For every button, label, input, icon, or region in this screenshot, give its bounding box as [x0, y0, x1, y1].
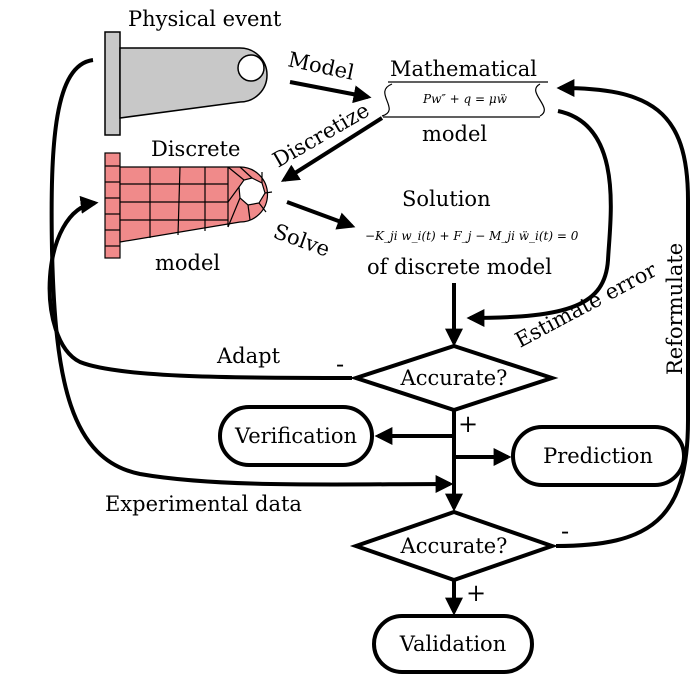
solve-arrow: [286, 200, 356, 230]
math-brace-box: [381, 83, 545, 117]
accurate-1-text: Accurate?: [400, 366, 508, 390]
of-discrete-model-label: of discrete model: [367, 255, 552, 279]
experimental-data-arrow: [49, 58, 454, 494]
experimental-data-label: Experimental data: [105, 492, 302, 516]
discretize-arrow: [280, 116, 384, 182]
solve-label: Solve: [270, 219, 333, 261]
reformulate-arrow: [555, 79, 690, 548]
adapt-minus-sign: -: [336, 350, 344, 378]
discrete-solution-equation: −K_ji w_i(t) + F_j − M_ji ẅ_i(t) = 0: [365, 229, 579, 243]
adapt-label: Adapt: [216, 344, 281, 368]
prediction-text: Prediction: [543, 444, 653, 468]
reformulate-minus-sign: -: [561, 517, 569, 545]
validation-node: [372, 614, 534, 674]
solution-label: Solution: [402, 187, 491, 211]
math-model-word: model: [422, 122, 487, 146]
discrete-label: Discrete: [151, 137, 240, 161]
physical-event-label: Physical event: [128, 7, 282, 31]
reformulate-label: Reformulate: [663, 243, 687, 375]
discrete-model-word: model: [155, 251, 220, 275]
physical-event-beam: [104, 31, 268, 136]
estimate-error-arrow: [466, 109, 613, 327]
discrete-mesh: [104, 152, 273, 259]
accurate-1-plus-sign: +: [458, 410, 478, 438]
model-arrow: [289, 80, 372, 104]
model-arrow-label: Model: [286, 47, 357, 84]
accurate-2-plus-sign: +: [466, 579, 486, 607]
mathematical-label: Mathematical: [390, 57, 537, 81]
validation-text: Validation: [399, 632, 506, 656]
math-equation: Pw″ + q = μẅ: [422, 92, 508, 106]
accurate-2-text: Accurate?: [400, 534, 508, 558]
verification-text: Verification: [234, 424, 357, 448]
verification-node: [218, 405, 374, 467]
adapt-arrow: [47, 195, 353, 380]
